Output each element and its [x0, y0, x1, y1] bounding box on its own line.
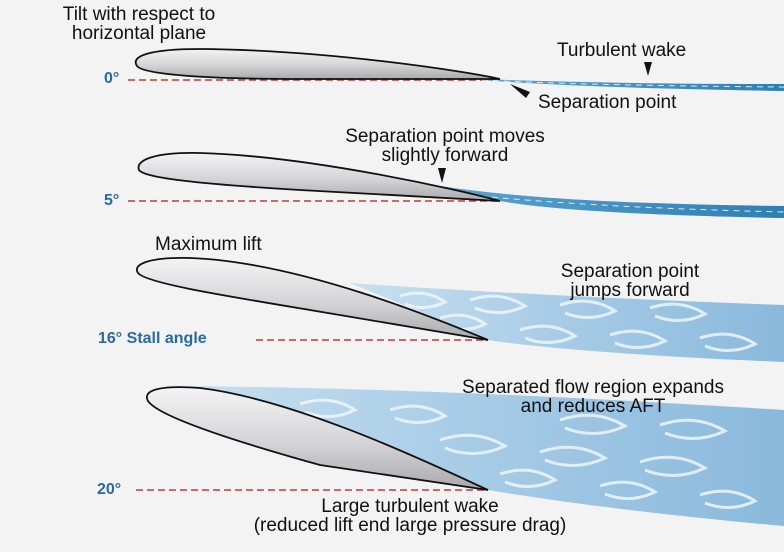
large-wake-label: Large turbulent wake (reduced lift end l…: [253, 496, 567, 536]
turbulent-wake: [480, 79, 784, 91]
turbulent-wake-label: Turbulent wake: [557, 40, 687, 61]
separation-point-label: Separation point: [538, 92, 677, 113]
pointer-arrow-icon: [438, 168, 446, 183]
maximum-lift-label: Maximum lift: [155, 234, 262, 255]
tilt-header: Tilt with respect to horizontal plane: [28, 5, 250, 43]
angle-label-20: 20°: [97, 481, 122, 498]
pointer-arrow-icon: [644, 62, 652, 76]
angle-label-0: 0°: [104, 70, 120, 87]
airfoil: [136, 257, 489, 341]
turbulent-wake: [440, 186, 784, 218]
panel-16-deg: [136, 257, 784, 362]
panel-20-deg: [136, 386, 784, 526]
airfoil: [146, 386, 489, 491]
angle-label-5: 5°: [104, 192, 120, 209]
header-line-1: Tilt with respect to: [62, 4, 216, 25]
separation-moves-label: Separation point moves slightly forward: [345, 126, 545, 166]
separation-jumps-label: Separation point jumps forward: [560, 261, 700, 301]
header-line-2: horizontal plane: [71, 23, 207, 44]
airfoil: [137, 152, 501, 202]
separated-flow-label: Separated flow region expands and reduce…: [462, 377, 724, 417]
angle-label-16: 16° Stall angle: [98, 330, 207, 347]
panel-0-deg: [128, 48, 784, 98]
pointer-arrow-icon: [510, 84, 530, 98]
airfoil: [134, 48, 501, 80]
panel-5-deg: [128, 152, 784, 218]
